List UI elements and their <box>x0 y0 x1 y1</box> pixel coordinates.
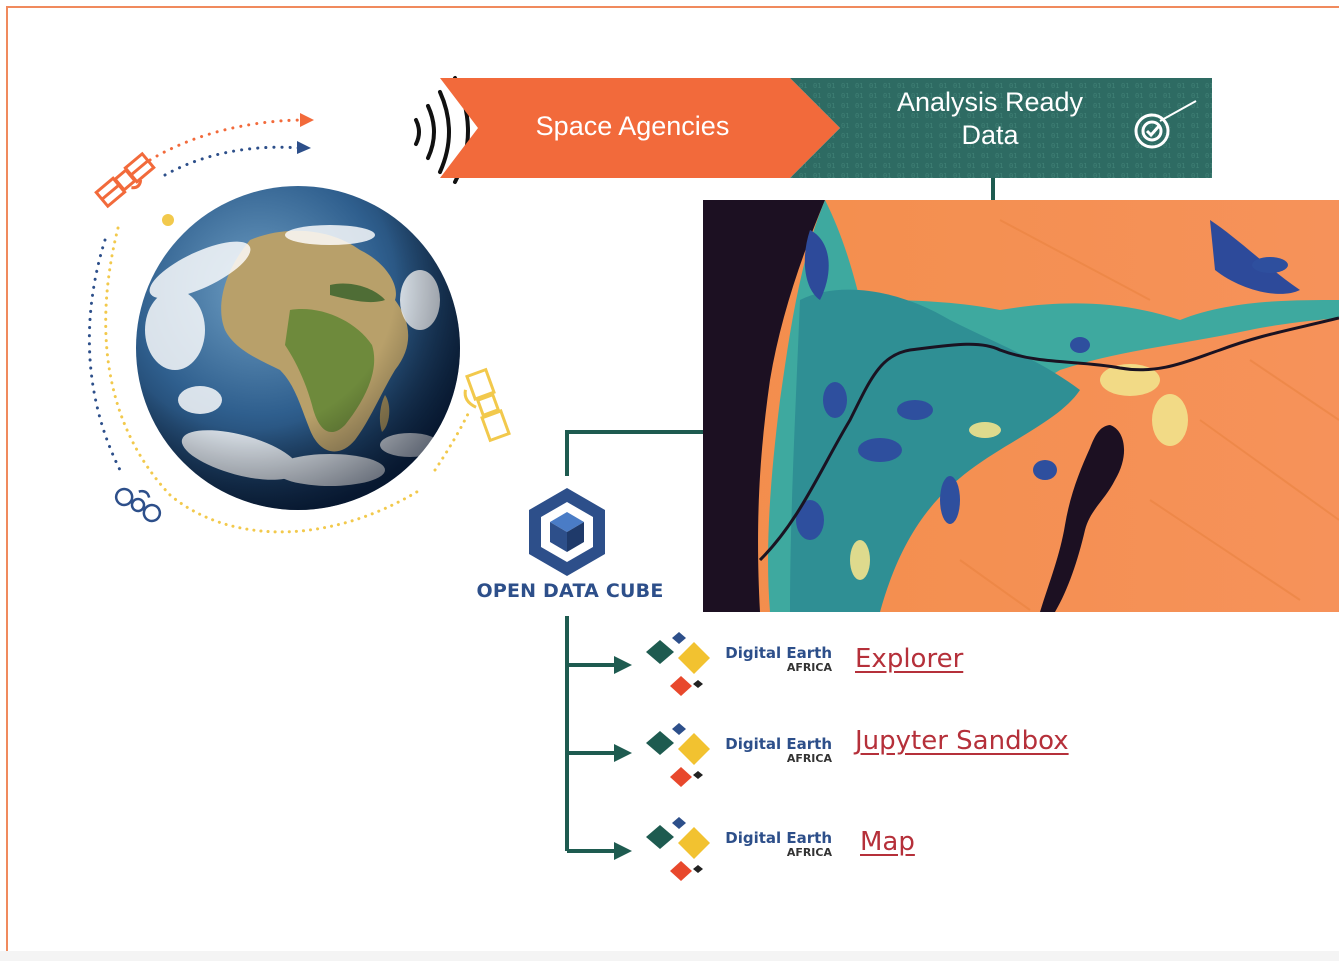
connector-arrowheads <box>614 656 632 860</box>
dea-sub: AFRICA <box>786 846 832 859</box>
satellite-orange-icon <box>94 151 156 209</box>
dea-diamond-icon <box>646 817 710 881</box>
dea-wordmark: Digital Earth AFRICA <box>722 644 832 674</box>
space-agencies-banner <box>440 78 840 178</box>
open-data-cube-label: OPEN DATA CUBE <box>476 580 664 602</box>
dea-wordmark: Digital Earth AFRICA <box>722 735 832 765</box>
earth-globe <box>136 186 460 510</box>
bottom-strip <box>0 951 1339 961</box>
satellite-blue-icon <box>114 487 162 523</box>
verified-check-icon <box>1134 100 1197 149</box>
satellite-yellow-icon <box>463 367 511 443</box>
dea-diamond-icon <box>646 723 710 787</box>
jupyter-sandbox-link[interactable]: Jupyter Sandbox <box>855 726 1069 756</box>
dea-diamond-icon <box>646 632 710 696</box>
ard-label: Analysis Ready Data <box>865 86 1115 152</box>
ard-label-line2: Data <box>961 119 1019 150</box>
ard-label-line1: Analysis Ready <box>896 87 1084 117</box>
connector-lines <box>565 178 995 853</box>
explorer-link[interactable]: Explorer <box>855 644 964 674</box>
dea-logo-explorer: Digital Earth AFRICA <box>646 632 846 702</box>
dea-brand: Digital Earth <box>725 644 832 662</box>
orbit-arcs <box>87 118 472 534</box>
dea-sub: AFRICA <box>786 752 832 765</box>
dea-brand: Digital Earth <box>725 829 832 847</box>
space-agencies-label: Space Agencies <box>535 111 730 141</box>
dea-logo-map: Digital Earth AFRICA <box>646 817 846 887</box>
satellite-map-image <box>703 200 1339 612</box>
orbit-dot <box>162 214 174 226</box>
map-link[interactable]: Map <box>860 827 915 857</box>
dea-brand: Digital Earth <box>725 735 832 753</box>
dea-logo-sandbox: Digital Earth AFRICA <box>646 723 846 793</box>
ard-banner <box>790 78 1212 178</box>
dea-sub: AFRICA <box>786 661 832 674</box>
dea-wordmark: Digital Earth AFRICA <box>722 829 832 859</box>
orbit-arrow-blue <box>297 141 311 154</box>
orbit-arrow-orange <box>300 113 314 127</box>
open-data-cube-logo <box>529 488 605 576</box>
